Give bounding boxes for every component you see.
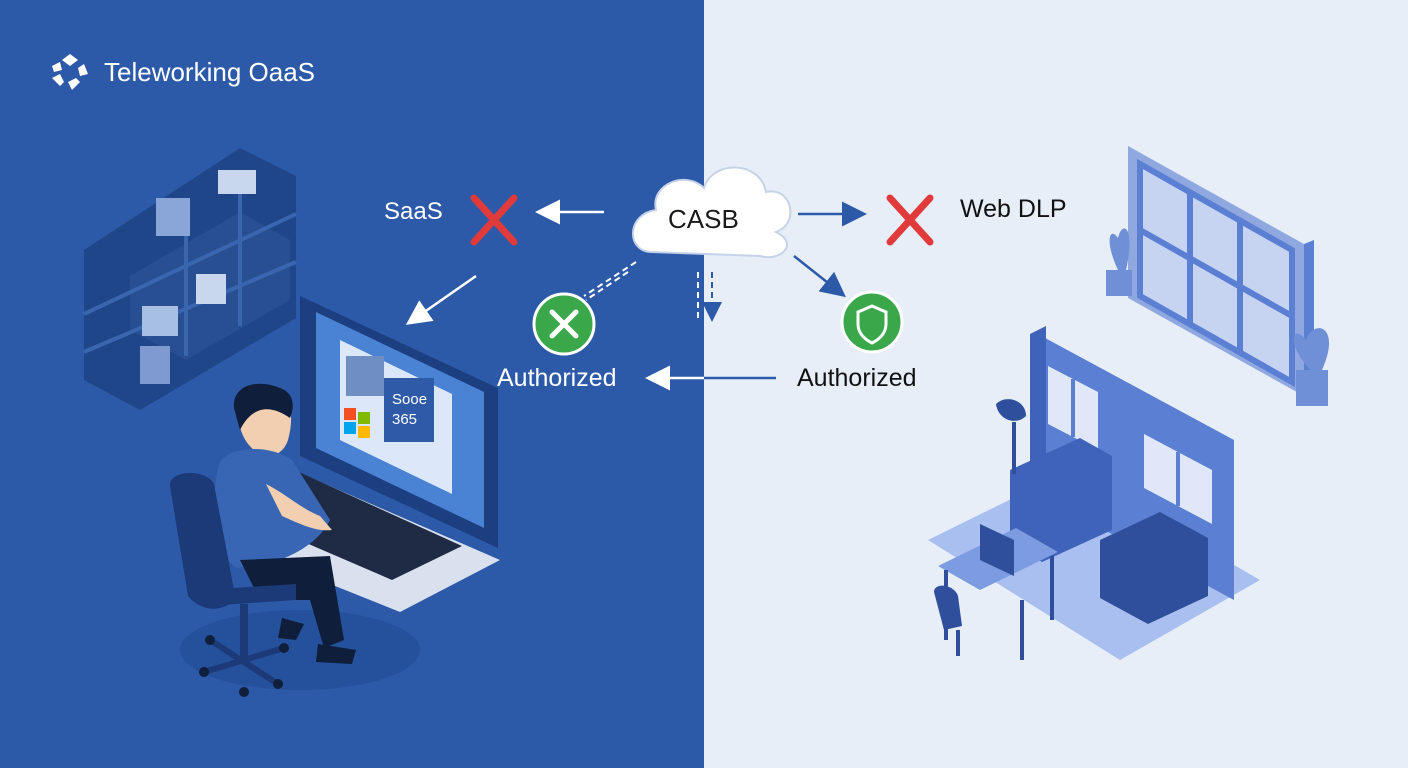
saas-deny-icon [470, 194, 518, 246]
saas-label: SaaS [384, 198, 443, 225]
authorized-right-icon [840, 290, 904, 354]
arrow-saas-to-laptop [405, 274, 477, 325]
bookshelf-illustration [83, 148, 297, 410]
webdlp-deny-icon [886, 194, 934, 246]
webdlp-label: Web DLP [960, 195, 1067, 223]
laptop-screen-line1: Sooe [392, 391, 428, 408]
chair-illustration [169, 472, 296, 697]
lamp-icon [996, 399, 1026, 421]
dashed-connector-2 [585, 271, 629, 301]
authorized-left-icon [532, 292, 596, 356]
app-icon [346, 356, 384, 396]
casb-cloud-icon [632, 166, 792, 259]
casb-label: CASB [668, 204, 739, 234]
plant-left-icon [1106, 228, 1132, 296]
authorized-right-label: Authorized [797, 364, 917, 392]
laptop-illustration [270, 296, 500, 612]
arrow-casb-to-shield [793, 255, 846, 298]
plant-right-icon [1293, 328, 1330, 406]
windows-logo-icon [344, 408, 356, 420]
brand-header: Teleworking OaaS [50, 52, 315, 92]
person-illustration [214, 383, 356, 664]
brand-logo-icon [52, 54, 88, 90]
floor-shadow [180, 610, 420, 690]
window-wall-illustration [1128, 146, 1314, 396]
laptop-screen-line2: 365 [392, 411, 418, 428]
brand-title: Teleworking OaaS [104, 56, 315, 87]
office-room-illustration [928, 326, 1260, 660]
monitor-icon [980, 524, 1014, 576]
laptop-screen-app-label: Sooe 365 [392, 390, 427, 430]
dashed-connector-1 [583, 261, 637, 297]
authorized-left-label: Authorized [497, 364, 617, 392]
